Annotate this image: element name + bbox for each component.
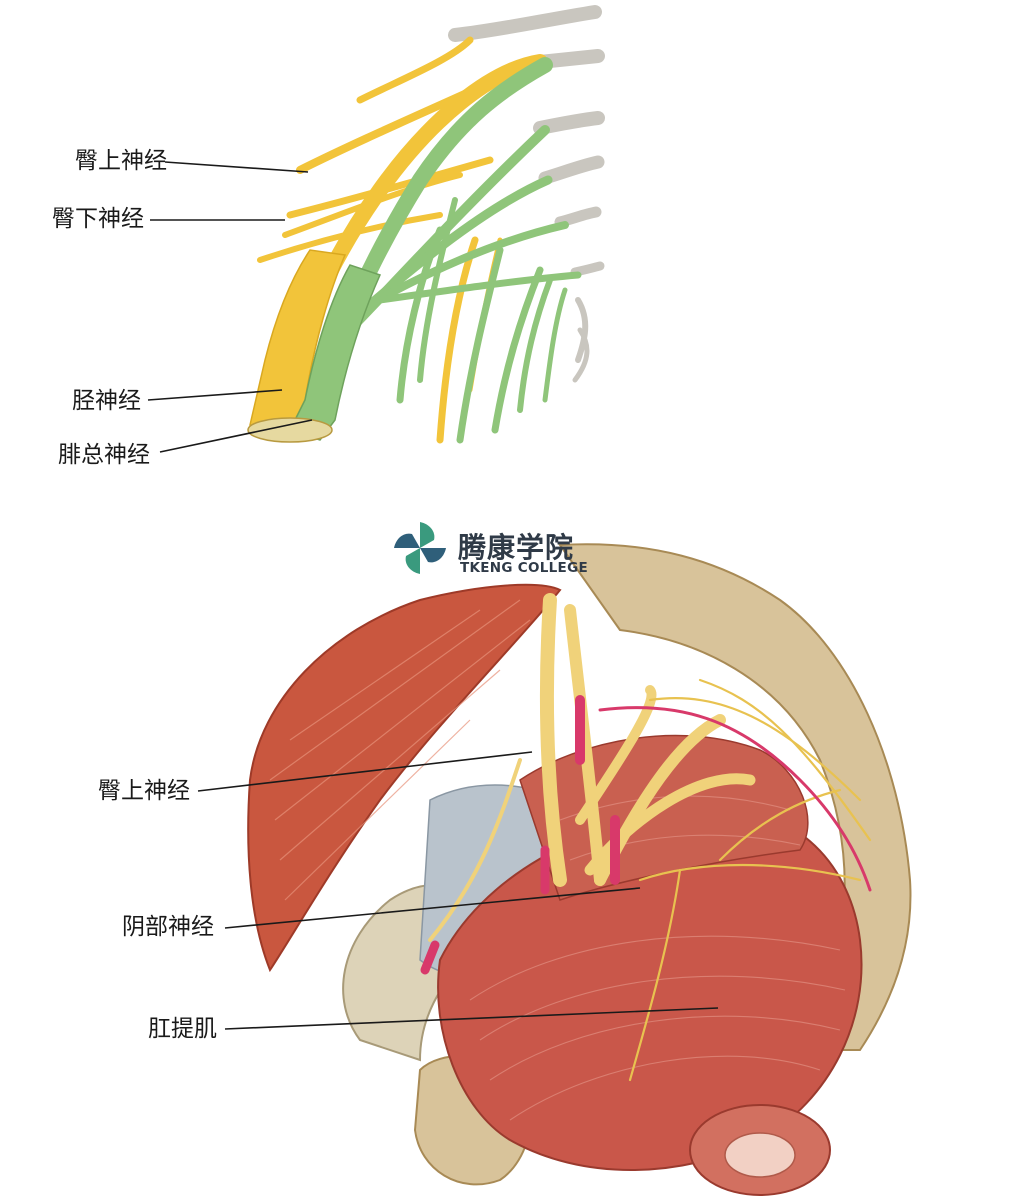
- label-tibial-nerve: 胫神经: [72, 388, 141, 414]
- bottom-leader-lines: [197, 751, 719, 1030]
- label-pudendal-nerve: 阴部神经: [122, 914, 214, 940]
- tibial-trunk: [249, 249, 347, 431]
- top-leader-lines: [147, 161, 313, 453]
- label-superior-gluteal-nerve-top: 臀上神经: [75, 148, 167, 174]
- label-common-peroneal-nerve: 腓总神经: [58, 442, 150, 468]
- logo-english-name: TKENG COLLEGE: [460, 560, 588, 576]
- tibial-fibers: [257, 36, 548, 444]
- label-inferior-gluteal-nerve: 臀下神经: [52, 206, 144, 232]
- pinwheel-icon: [394, 522, 446, 574]
- pelvic-region-diagram: [197, 543, 912, 1196]
- trunk-cut-end: [247, 417, 333, 443]
- peroneal-trunk: [288, 264, 382, 441]
- gluteal-muscle: [247, 583, 562, 973]
- pudendal-branches: [628, 678, 872, 1082]
- brand-logo: 腾康学院 TKENG COLLEGE: [390, 514, 620, 584]
- arteries: [420, 695, 872, 975]
- label-superior-gluteal-nerve-bottom: 臀上神经: [98, 778, 190, 804]
- logo-chinese-name: 腾康学院: [458, 531, 575, 564]
- sacrum-bone: [558, 543, 912, 1051]
- label-levator-ani: 肛提肌: [148, 1016, 217, 1042]
- sacral-plexus-diagram: [147, 5, 605, 453]
